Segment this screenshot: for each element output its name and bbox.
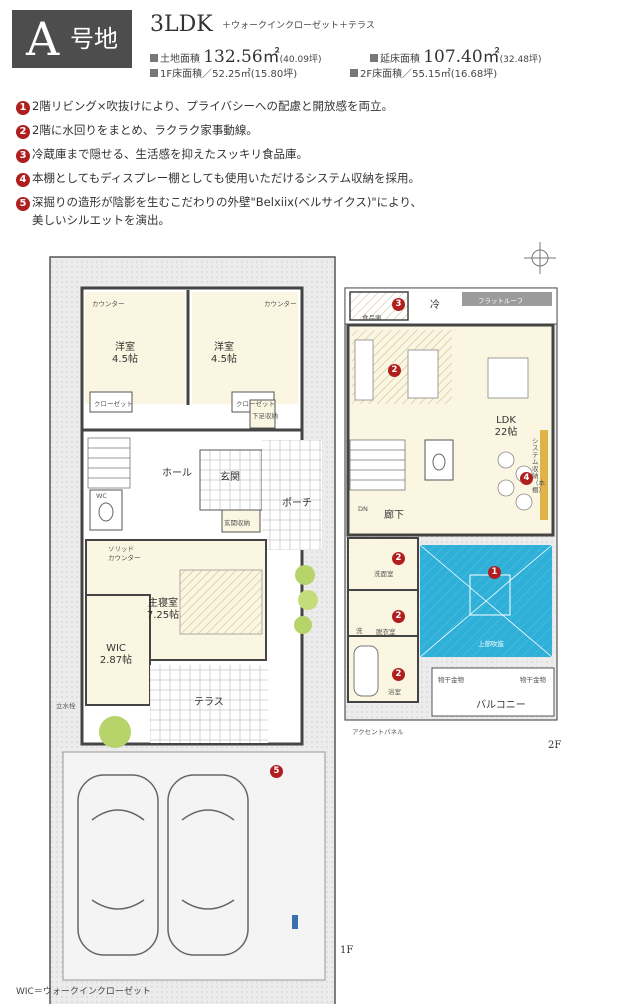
marker-1: 1: [488, 566, 501, 579]
desk2-label: カウンター: [264, 300, 297, 308]
room-entrance: 玄関: [220, 472, 240, 483]
wc-label: WC: [96, 492, 107, 500]
floor2-area: 2F床面積／55.15㎡(16.68坪): [350, 65, 497, 80]
system-storage-label: システム収納（本棚）: [532, 437, 545, 494]
bath-label: 浴室: [388, 688, 401, 696]
floor2-area-label: 2F床面積／55.15㎡(16.68坪): [360, 69, 498, 80]
pantry-label: 食品庫: [362, 314, 382, 322]
floor2-plan: [344, 242, 558, 721]
closet1-label: クローゼット: [94, 400, 133, 408]
room-hallway: 廊下: [384, 510, 404, 521]
closet2-label: クローゼット: [236, 400, 275, 408]
void-label: 上部吹抜: [478, 640, 504, 648]
feature-number: 4: [16, 173, 30, 187]
footer-note: WIC＝ウォークインクローゼット: [16, 987, 151, 997]
floor-area-value: 107.40㎡: [423, 47, 500, 67]
feature-text: 2階に水回りをまとめ、ラクラク家事動線。: [32, 123, 258, 137]
marker-2-wash: 2: [392, 552, 405, 565]
feature-text: 美しいシルエットを演出。: [32, 213, 170, 227]
floor1-area: 1F床面積／52.25㎡(15.80坪): [150, 65, 297, 80]
feature-text: 本棚としてもディスプレー棚としても使用いただけるシステム収納を採用。: [32, 171, 421, 185]
room-western1: 洋室 4.5帖: [112, 342, 138, 365]
floor-area-label: 延床面積: [380, 54, 420, 65]
feature-number: 1: [16, 101, 30, 115]
land-area-value: 132.56㎡: [203, 47, 280, 67]
fridge-label: 冷: [430, 300, 440, 311]
room-terrace: テラス: [194, 697, 224, 708]
feature-text: 冷蔵庫まで隠せる、生活感を抑えたスッキリ食品庫。: [32, 147, 308, 161]
shoe-label: 下足収納: [252, 412, 278, 420]
square-icon: [350, 69, 358, 77]
marker-4: 4: [520, 472, 533, 485]
entrance-storage-label: 玄関収納: [224, 519, 250, 527]
solid-counter-label: ソリッド カウンター: [108, 545, 141, 562]
dryer2-label: 物干金物: [520, 676, 546, 684]
room-wic: WIC 2.87帖: [99, 643, 133, 666]
lot-letter: A: [26, 12, 60, 66]
dressing-label: 脱衣室: [376, 628, 396, 636]
floor1-area-label: 1F床面積／52.25㎡(15.80坪): [160, 69, 298, 80]
dryer1-label: 物干金物: [438, 676, 464, 684]
flat-roof-label: フラットルーフ: [478, 297, 524, 305]
floor-area-tsubo: (32.48坪): [499, 55, 542, 65]
feature-text: 深掘りの造形が陰影を生むこだわりの外壁"Belxiix(ベルサイクス)"により、: [32, 195, 422, 209]
marker-2-dress: 2: [392, 610, 405, 623]
floor2-label: 2F: [548, 740, 562, 751]
plan-extra: ＋ウォークインクローゼット＋テラス: [222, 21, 375, 31]
water-meter-label: 立水栓: [56, 702, 76, 710]
square-icon: [150, 54, 158, 62]
washroom-label: 洗面室: [374, 570, 394, 578]
plan-type: 3LDK: [150, 12, 213, 37]
lot-badge: A 号地: [12, 10, 132, 68]
room-master: 主寝室 7.25帖: [146, 598, 180, 621]
room-porch: ポーチ: [282, 498, 312, 509]
square-icon: [370, 54, 378, 62]
feature-number: 2: [16, 125, 30, 139]
toilet-label: 洗: [356, 627, 363, 635]
marker-2-kitchen: 2: [388, 364, 401, 377]
marker-3: 3: [392, 298, 405, 311]
feature-number: 3: [16, 149, 30, 163]
land-area-tsubo: (40.09坪): [279, 55, 322, 65]
feature-number: 5: [16, 197, 30, 211]
accent-panel-label: アクセントパネル: [352, 728, 404, 736]
marker-5: 5: [270, 765, 283, 778]
square-icon: [150, 69, 158, 77]
room-hall: ホール: [162, 468, 192, 479]
room-ldk: LDK 22帖: [494, 415, 518, 438]
floor1-site: [49, 256, 336, 1004]
lot-word: 号地: [70, 25, 118, 53]
feature-5-cont: 美しいシルエットを演出。: [32, 212, 170, 228]
room-western2: 洋室 4.5帖: [211, 342, 237, 365]
room-balcony: バルコニー: [476, 700, 526, 711]
feature-text: 2階リビング×吹抜けにより、プライバシーへの配慮と開放感を両立。: [32, 99, 394, 113]
floor-area: 延床面積 107.40㎡(32.48坪): [370, 42, 541, 67]
dn-label: DN: [358, 505, 368, 513]
marker-2-bath: 2: [392, 668, 405, 681]
floor1-label: 1F: [340, 945, 354, 956]
desk1-label: カウンター: [92, 300, 125, 308]
land-area: 土地面積 132.56㎡(40.09坪): [150, 42, 321, 67]
land-area-label: 土地面積: [160, 54, 200, 65]
